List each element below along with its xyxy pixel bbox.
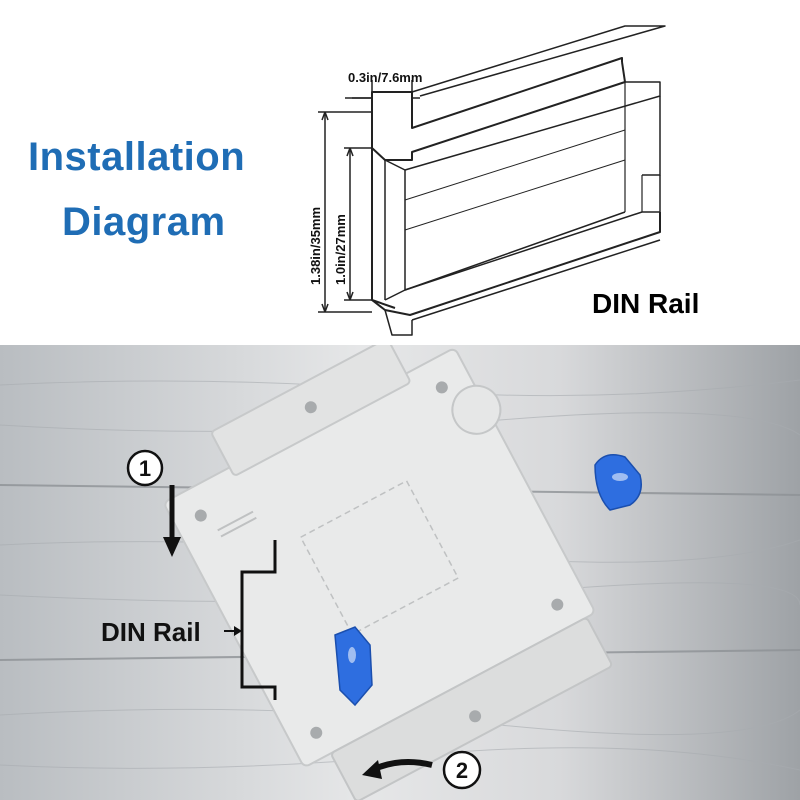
din-rail-label-top: DIN Rail (592, 288, 700, 319)
diagram-title-line2: Diagram (62, 200, 226, 244)
dim-flange-width: 0.3in/7.6mm (348, 70, 422, 85)
step-2-badge (442, 750, 482, 790)
step-2-number: 2 (456, 758, 468, 783)
rotate-arrow-icon (362, 758, 433, 779)
install-annotations: 1 2 (126, 449, 482, 790)
din-rail-drawing: 0.3in/7.6mm 1.38in/35mm 1.0in/27mm (308, 25, 666, 336)
rail-pointer-arrow-icon (224, 626, 242, 636)
circuit-breaker (164, 345, 642, 800)
down-arrow-icon (163, 485, 181, 557)
dim-inner-height: 1.0in/27mm (333, 214, 348, 285)
rail-drawing-panel: Installation Diagram (0, 0, 800, 345)
step-1-badge (126, 449, 164, 487)
dim-rail-height: 1.38in/35mm (308, 207, 323, 285)
install-photo-panel: 1 2 (0, 345, 800, 800)
step-1-number: 1 (139, 456, 151, 481)
diagram-title-line1: Installation (28, 135, 246, 179)
din-rail-label-photo: DIN Rail (101, 617, 201, 647)
